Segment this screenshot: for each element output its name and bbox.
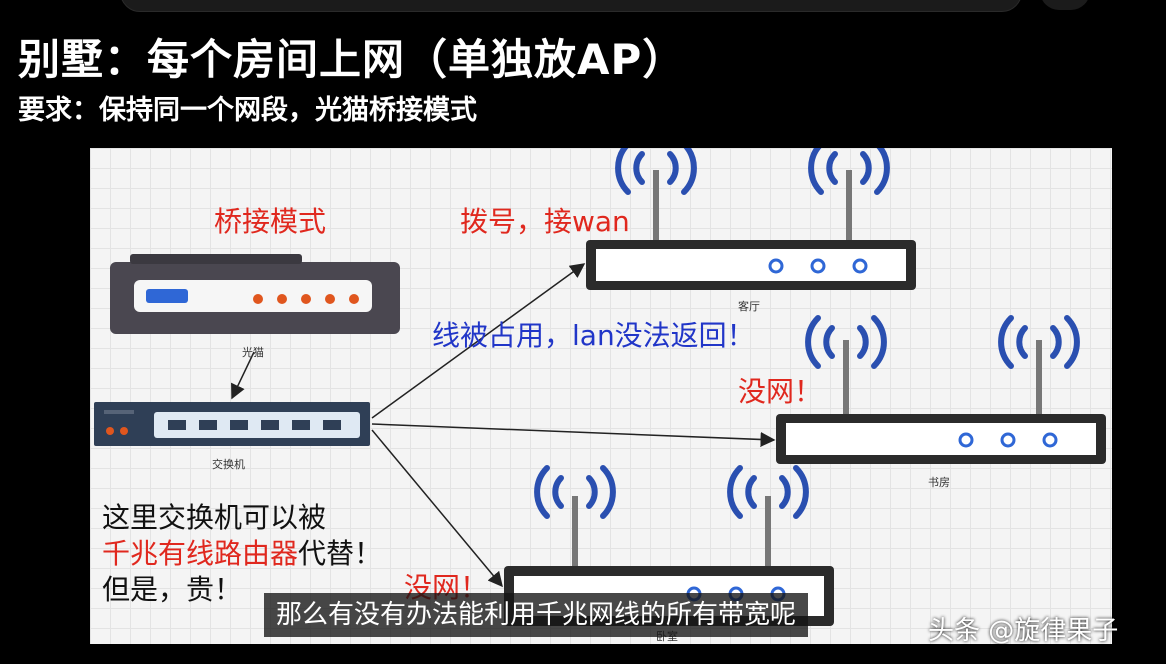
note-bridge-mode: 桥接模式 <box>214 205 327 238</box>
note-no-network-study: 没网！ <box>738 375 823 408</box>
network-diagram: 光猫 交换机 客厅 书房 卧室 桥接模式 拨号，接wan 线被占用，lan没法返… <box>90 148 1112 644</box>
switch-device <box>94 402 370 446</box>
router-living-label: 客厅 <box>738 300 760 313</box>
modem-label: 光猫 <box>242 346 264 359</box>
note-replace-suffix: 代替！ <box>298 537 383 570</box>
note-replace-line3: 但是，贵！ <box>102 573 243 606</box>
note-replace-line2: 千兆有线路由器代替！ <box>102 532 382 572</box>
top-action-button[interactable] <box>1040 0 1090 10</box>
note-dial-wan: 拨号，接wan <box>460 205 630 238</box>
router-study-label: 书房 <box>928 476 950 489</box>
connection-lines <box>231 263 776 588</box>
video-caption: 那么有没有办法能利用千兆网线的所有带宽呢 <box>264 593 809 637</box>
router-living <box>586 148 916 290</box>
note-replace-line1: 这里交换机可以被 <box>102 501 327 534</box>
slide-title: 别墅：每个房间上网（单独放AP） <box>18 35 686 84</box>
switch-label: 交换机 <box>212 458 245 471</box>
note-replace-highlight: 千兆有线路由器 <box>102 537 299 570</box>
note-line-busy: 线被占用，lan没法返回！ <box>432 319 755 352</box>
modem-device <box>110 254 400 334</box>
watermark: 头条 @旋律果子 <box>928 616 1119 646</box>
browser-search-bar[interactable] <box>120 0 1022 12</box>
slide-subtitle: 要求：保持同一个网段，光猫桥接模式 <box>18 95 477 126</box>
router-study <box>776 318 1106 464</box>
